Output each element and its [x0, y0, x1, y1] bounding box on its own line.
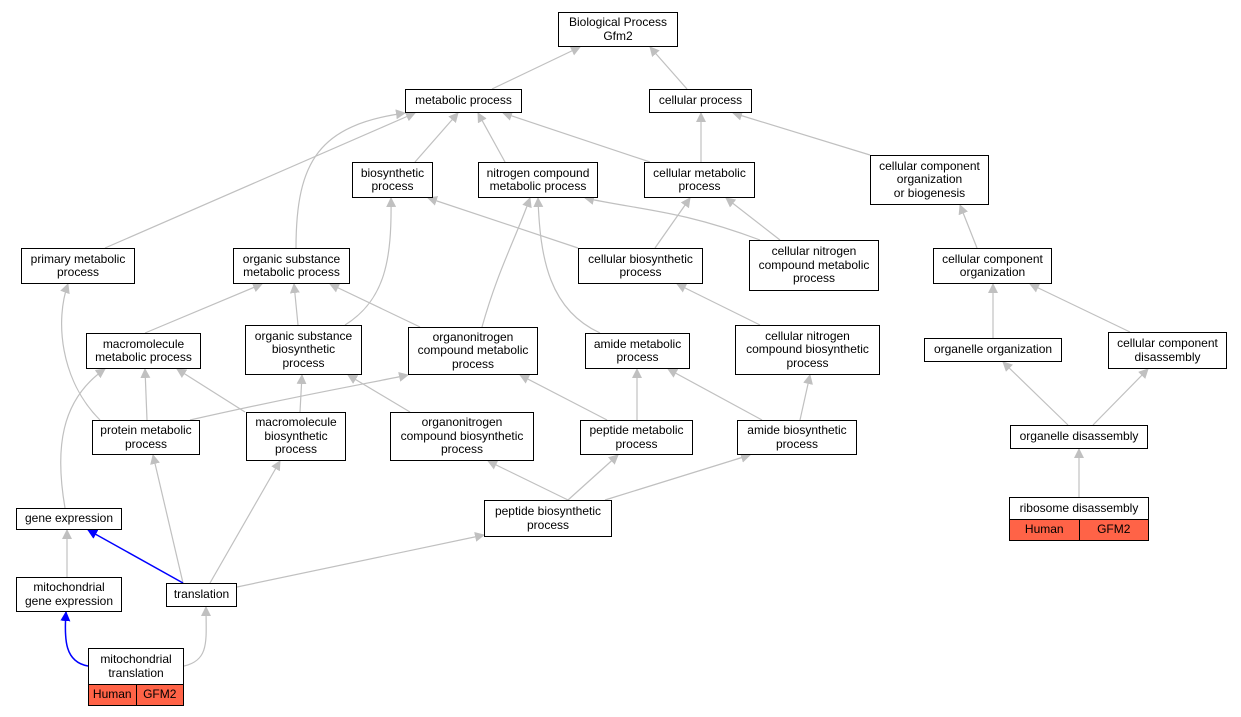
edge — [533, 197, 601, 334]
annotation-row: Human GFM2 — [89, 684, 183, 705]
edge — [189, 371, 409, 421]
edge — [491, 46, 581, 90]
node-cellular-process[interactable]: cellular process — [649, 89, 752, 113]
edge — [183, 606, 212, 667]
node-amide-metabolic-process[interactable]: amide metabolic process — [585, 333, 690, 369]
node-cellular-component-organization[interactable]: cellular component organization — [933, 248, 1052, 284]
highlight-edge — [87, 529, 184, 584]
species-cell[interactable]: Human — [89, 685, 136, 705]
edge — [732, 110, 871, 156]
edge — [477, 112, 506, 163]
node-peptide-metabolic-process[interactable]: peptide metabolic process — [580, 420, 693, 455]
node-cellular-component-disassembly[interactable]: cellular component disassembly — [1108, 332, 1227, 369]
edge — [347, 374, 411, 413]
edge — [209, 460, 281, 584]
node-protein-metabolic-process[interactable]: protein metabolic process — [92, 420, 200, 455]
gene-cell[interactable]: GFM2 — [1078, 520, 1148, 540]
node-translation[interactable]: translation — [166, 583, 237, 607]
node-nitrogen-compound-metabolic-process[interactable]: nitrogen compound metabolic process — [478, 162, 598, 198]
edge — [60, 368, 106, 509]
edge — [649, 46, 688, 90]
edge — [502, 111, 651, 163]
edge — [104, 112, 416, 249]
node-mitochondrial-gene-expression[interactable]: mitochondrial gene expression — [16, 577, 122, 612]
edge — [140, 368, 151, 421]
node-cellular-biosynthetic-process[interactable]: cellular biosynthetic process — [578, 248, 703, 284]
node-cellular-nitrogen-compound-metabolic-process[interactable]: cellular nitrogen compound metabolic pro… — [749, 240, 879, 291]
edge — [1029, 283, 1131, 333]
edge — [487, 460, 569, 501]
edge — [519, 374, 608, 421]
node-mitochondrial-translation[interactable]: mitochondrial translation Human GFM2 — [88, 648, 184, 706]
node-biological-process[interactable]: Biological Process Gfm2 — [558, 12, 678, 47]
node-organelle-disassembly[interactable]: organelle disassembly — [1010, 425, 1148, 449]
node-biosynthetic-process[interactable]: biosynthetic process — [352, 162, 433, 198]
edge — [344, 197, 397, 326]
edge — [676, 283, 761, 326]
edge — [604, 452, 751, 501]
edge — [60, 283, 101, 421]
node-cellular-metabolic-process[interactable]: cellular metabolic process — [644, 162, 755, 198]
node-cellular-nitrogen-compound-biosynthetic-process[interactable]: cellular nitrogen compound biosynthetic … — [735, 325, 880, 375]
edge — [725, 197, 781, 241]
edge — [236, 531, 485, 588]
node-organonitrogen-compound-metabolic-process[interactable]: organonitrogen compound metabolic proces… — [408, 327, 538, 375]
edge — [584, 195, 761, 241]
node-organic-substance-metabolic-process[interactable]: organic substance metabolic process — [233, 248, 350, 284]
node-organonitrogen-compound-biosynthetic-process[interactable]: organonitrogen compound biosynthetic pro… — [390, 412, 534, 461]
edge — [1002, 361, 1069, 426]
edge — [176, 368, 246, 413]
edge — [150, 454, 184, 584]
edge — [295, 109, 406, 249]
species-cell[interactable]: Human — [1010, 520, 1079, 540]
edge — [289, 283, 300, 326]
node-label: mitochondrial translation — [100, 652, 172, 680]
edge — [296, 374, 307, 413]
node-ribosome-disassembly[interactable]: ribosome disassembly Human GFM2 — [1009, 497, 1149, 541]
node-metabolic-process[interactable]: metabolic process — [405, 89, 522, 113]
edge — [144, 282, 263, 334]
node-peptide-biosynthetic-process[interactable]: peptide biosynthetic process — [484, 500, 612, 537]
node-amide-biosynthetic-process[interactable]: amide biosynthetic process — [737, 420, 857, 455]
node-macromolecule-biosynthetic-process[interactable]: macromolecule biosynthetic process — [246, 412, 346, 461]
gene-cell[interactable]: GFM2 — [135, 685, 183, 705]
edge — [414, 112, 459, 163]
edge — [667, 368, 763, 421]
edge — [481, 197, 532, 328]
edge — [958, 204, 978, 249]
edge — [567, 454, 619, 501]
node-organelle-organization[interactable]: organelle organization — [924, 338, 1062, 362]
node-cellular-component-organization-or-biogenesis[interactable]: cellular component organization or bioge… — [870, 155, 989, 205]
edge — [799, 374, 813, 421]
node-gene-expression[interactable]: gene expression — [16, 508, 122, 530]
node-organic-substance-biosynthetic-process[interactable]: organic substance biosynthetic process — [245, 325, 362, 375]
edge — [1092, 368, 1149, 426]
edge — [427, 196, 579, 249]
edge — [329, 283, 421, 328]
annotation-row: Human GFM2 — [1010, 519, 1148, 540]
edge — [654, 197, 691, 249]
node-label: ribosome disassembly — [1019, 500, 1139, 515]
node-macromolecule-metabolic-process[interactable]: macromolecule metabolic process — [86, 333, 201, 369]
node-primary-metabolic-process[interactable]: primary metabolic process — [21, 248, 135, 284]
highlight-edge — [60, 611, 89, 667]
